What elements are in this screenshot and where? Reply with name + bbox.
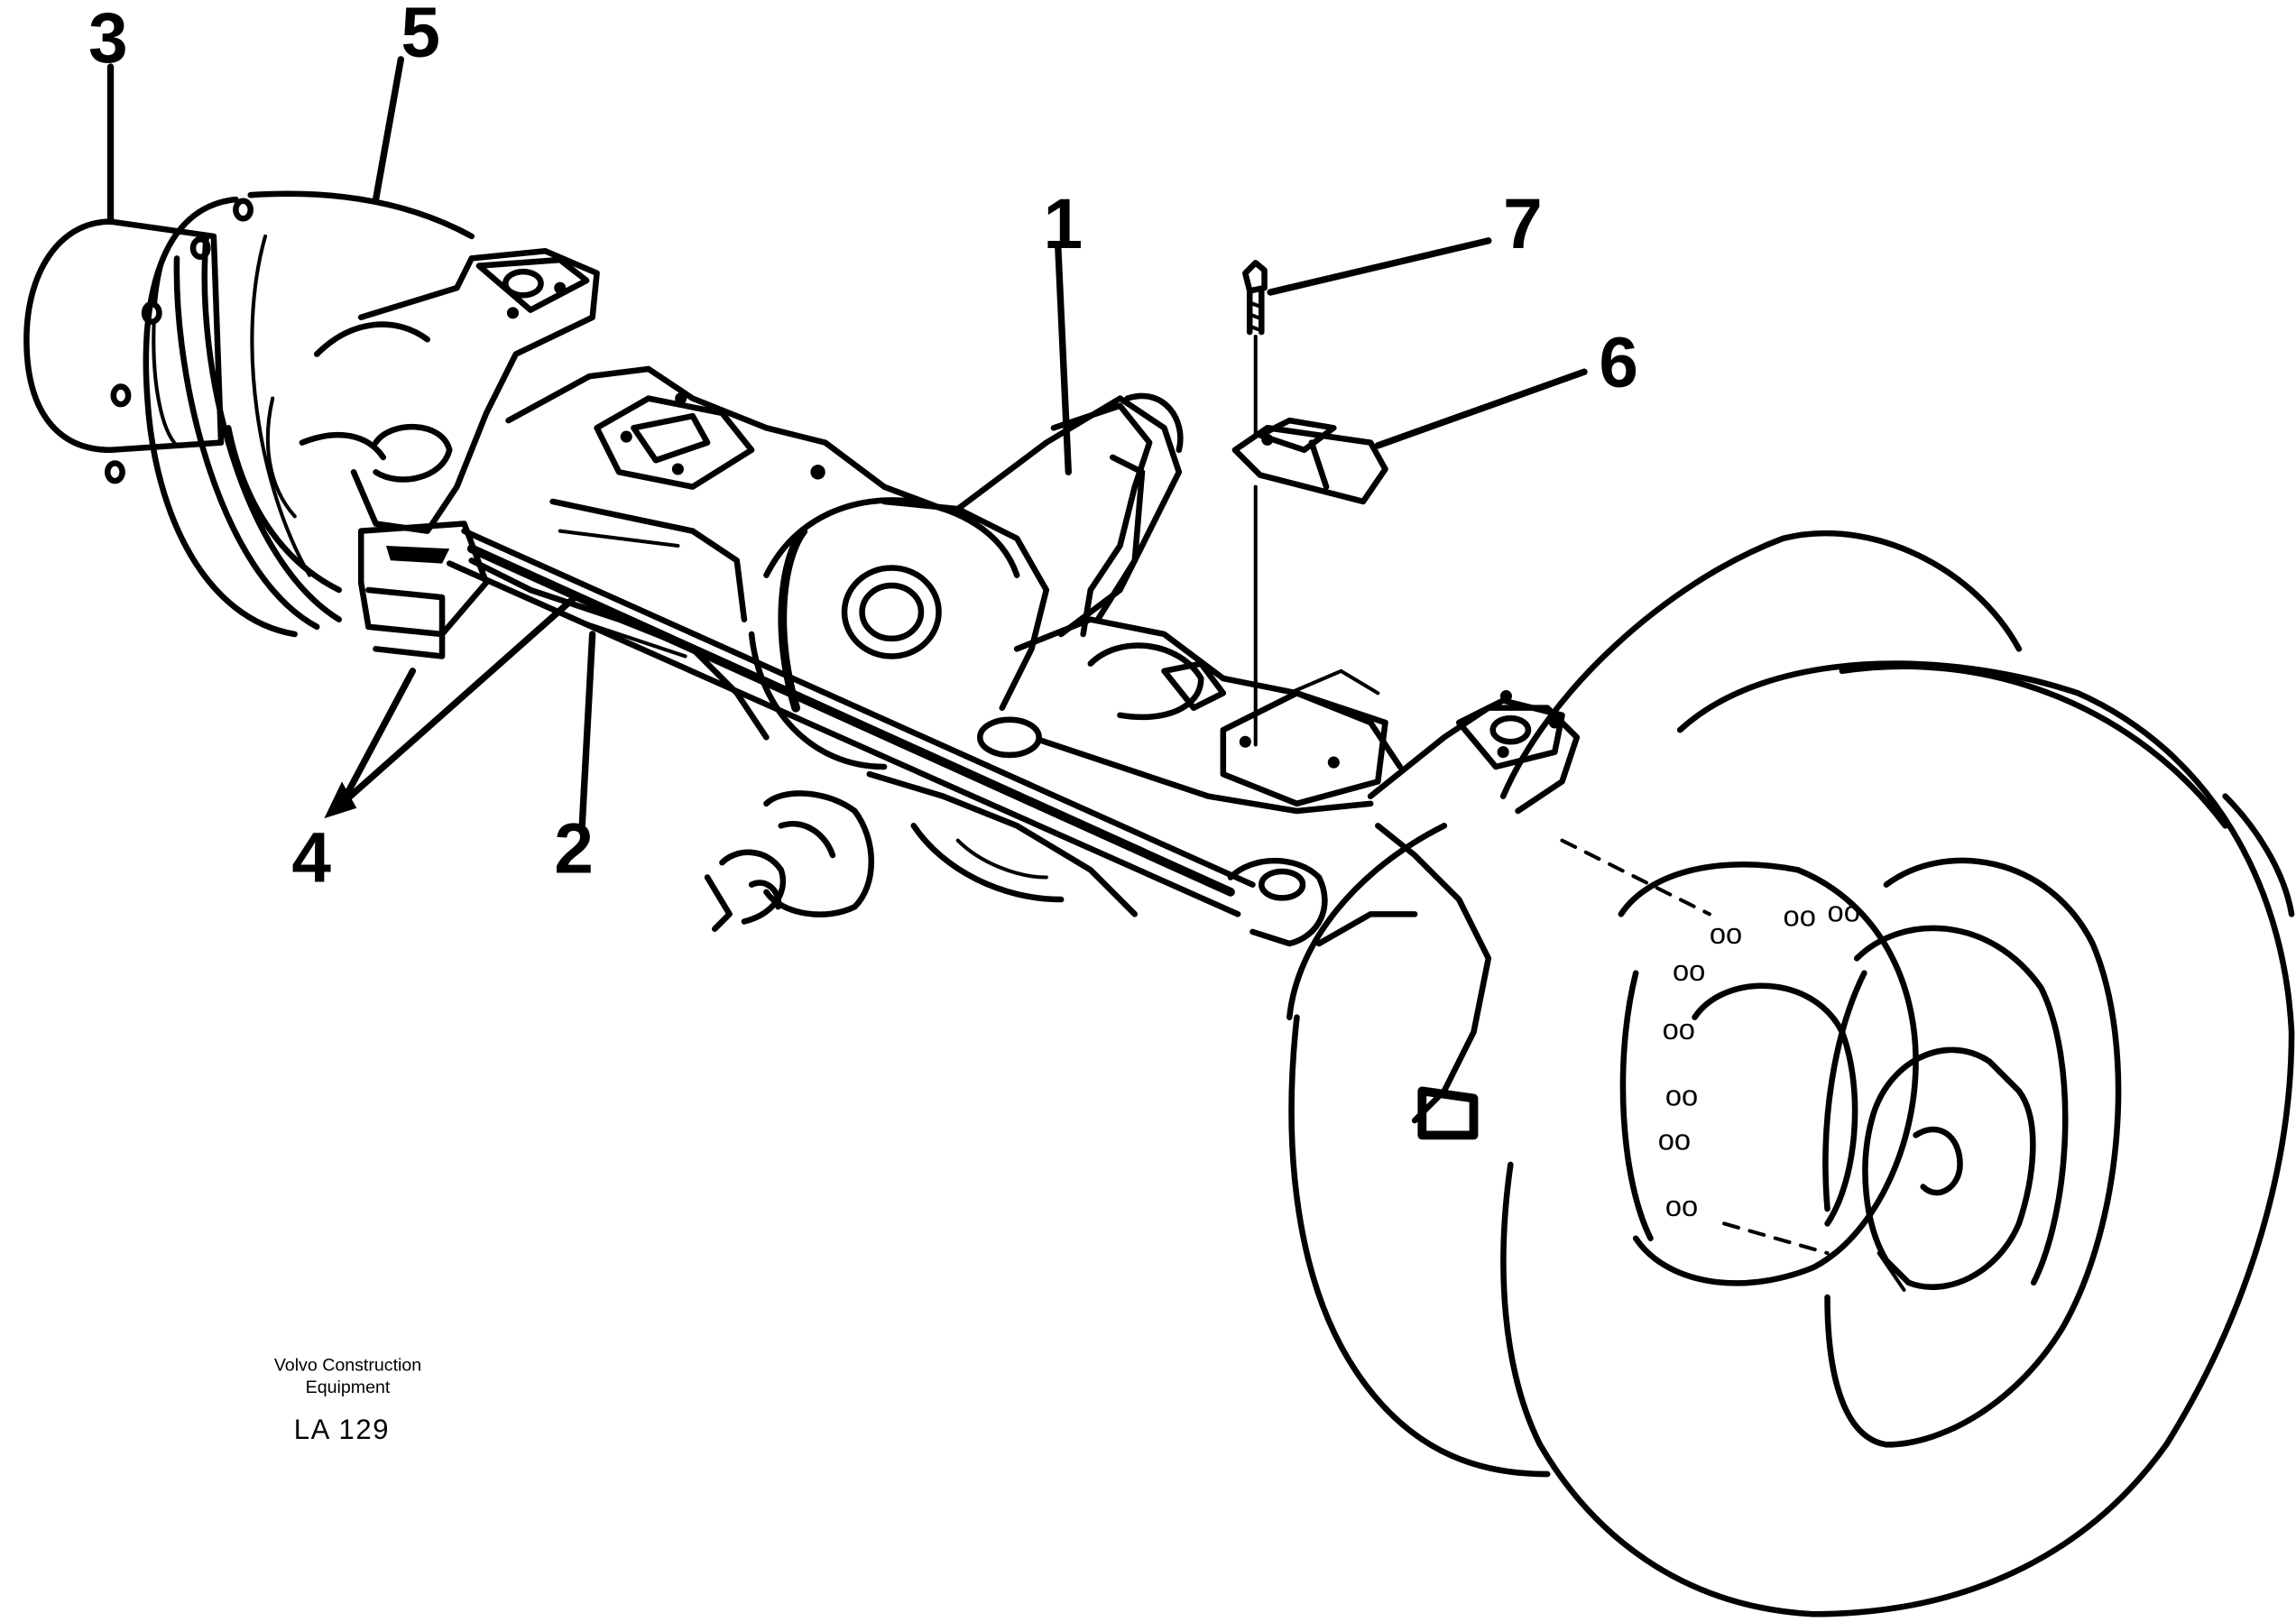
left-hub-assembly (23, 190, 475, 638)
svg-text:oo: oo (1784, 899, 1816, 932)
leader-lines (106, 56, 1588, 830)
leader-line-4a (338, 668, 417, 807)
svg-text:oo: oo (1828, 895, 1860, 928)
drawing-code: LA 129 (294, 1414, 390, 1445)
leader-line-7 (1267, 237, 1492, 296)
callout-labels: 1 2 3 4 5 6 7 (88, 0, 1638, 897)
tie-rod (446, 528, 1328, 947)
callout-7: 7 (1503, 184, 1543, 263)
leader-line-2 (578, 631, 596, 830)
svg-text:oo: oo (1673, 954, 1705, 987)
company-name-line1: Volvo Construction (274, 1356, 421, 1376)
leader-line-1 (1055, 244, 1072, 475)
svg-text:oo: oo (1665, 1189, 1698, 1222)
callout-1: 1 (1044, 184, 1083, 263)
mounting-pad-part (1231, 417, 1388, 505)
axle-housing (350, 248, 1581, 1140)
callout-6: 6 (1599, 323, 1638, 402)
bolt-circle-right: oo oo oo oo oo oo oo oo (1658, 895, 1860, 1223)
leader-line-4b (338, 594, 578, 807)
svg-text:oo: oo (1710, 917, 1742, 950)
callout-5: 5 (401, 0, 440, 72)
footer-caption: Volvo Construction Equipment LA 129 (274, 1356, 421, 1445)
arrowhead-4 (324, 781, 357, 819)
svg-text:oo: oo (1658, 1123, 1691, 1157)
company-name-line2: Equipment (306, 1378, 391, 1397)
hex-bolt-part (1242, 260, 1268, 747)
leader-line-6 (1374, 368, 1588, 449)
leader-line-5 (372, 56, 404, 203)
right-wheel-assembly: oo oo oo oo oo oo oo oo (1286, 530, 2295, 1617)
callout-3: 3 (88, 0, 128, 78)
callout-4: 4 (291, 817, 331, 897)
svg-text:oo: oo (1665, 1079, 1698, 1112)
svg-text:oo: oo (1663, 1012, 1695, 1046)
callout-2: 2 (554, 809, 594, 889)
